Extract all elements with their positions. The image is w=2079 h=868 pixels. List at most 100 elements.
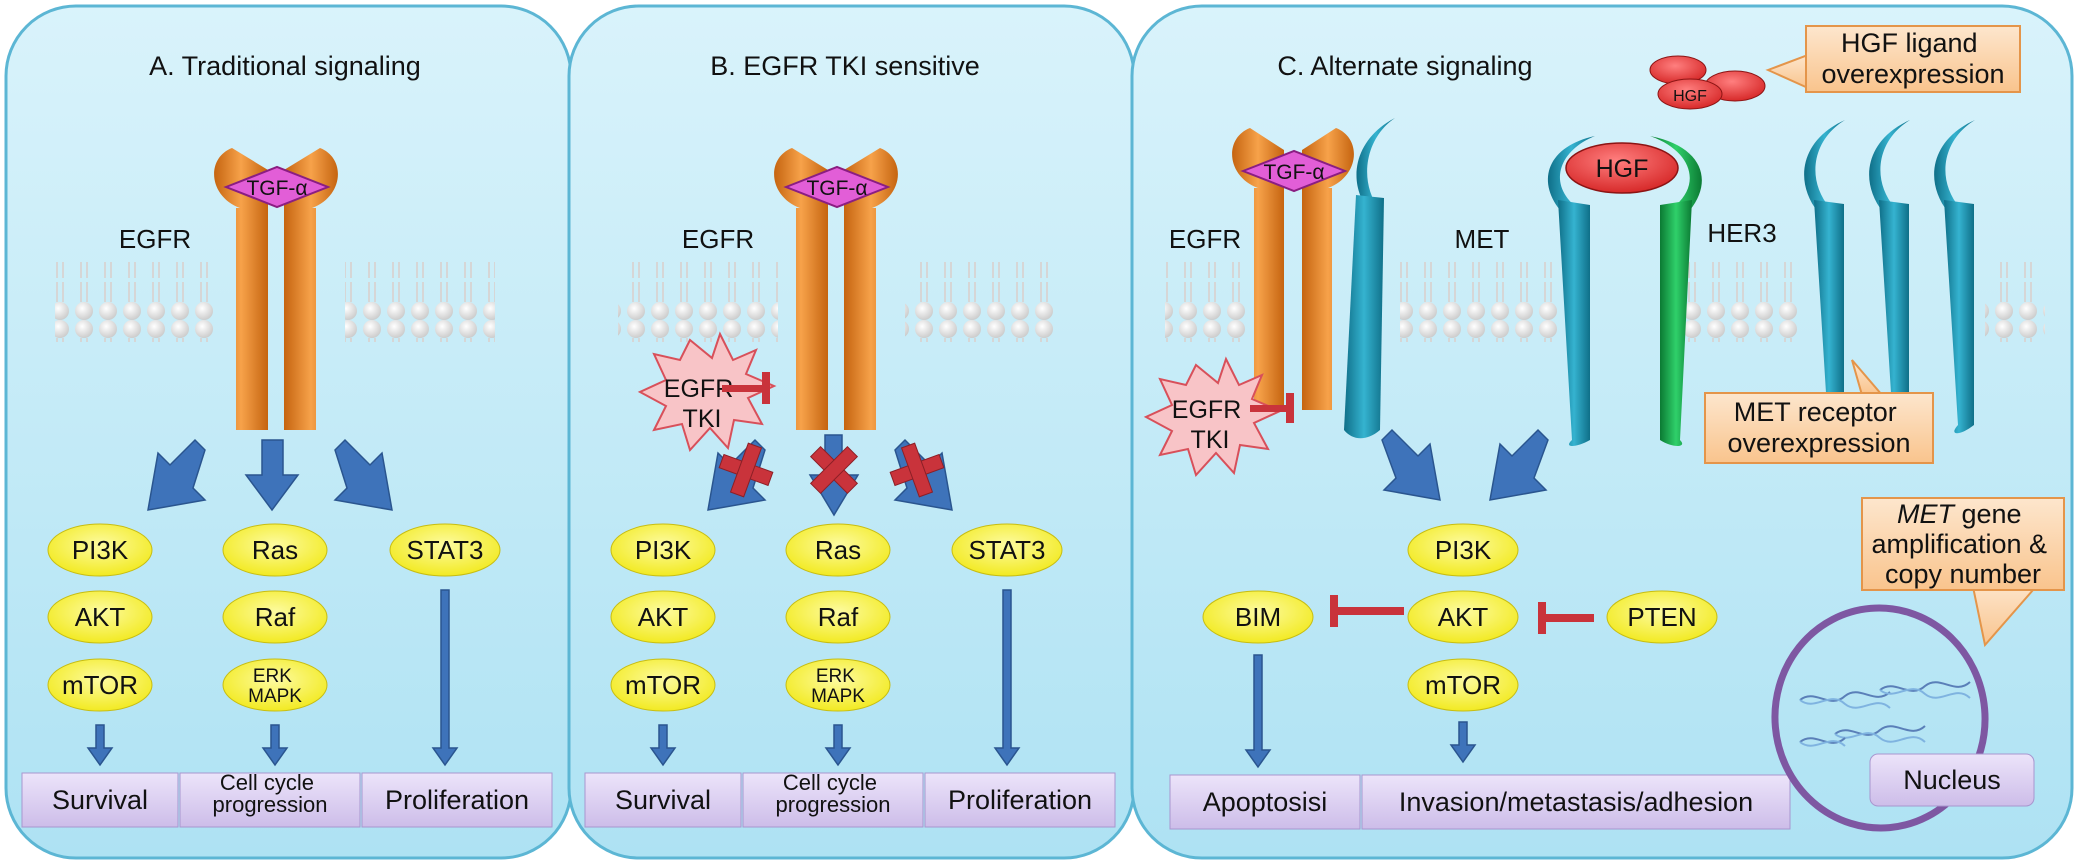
met-label: MET (1455, 224, 1510, 254)
membrane-left (618, 262, 778, 342)
callout-amplification-line3: copy number (1885, 559, 2041, 589)
egfr-receptor: TGF-α (774, 148, 898, 430)
egfr-tki-starburst: EGFR TKI (1143, 356, 1294, 477)
nucleus-label: Nucleus (1903, 765, 2001, 795)
tgf-alpha-ligand: TGF-α (783, 165, 891, 209)
outcome-proliferation: Proliferation (948, 785, 1092, 815)
callout-met-amplification: MET gene amplification & copy number (1861, 497, 2065, 648)
her3-label: HER3 (1707, 218, 1776, 248)
node-stat3: STAT3 (406, 535, 483, 565)
egfr-receptor: TGF-α (1232, 128, 1354, 410)
outcome-bar: Survival Cell cycle progression Prolifer… (584, 770, 1116, 828)
outcome-cell-cycle-line1: Cell cycle (783, 770, 877, 795)
callout-hgf-line1: HGF ligand (1841, 28, 1978, 58)
outcome-proliferation: Proliferation (385, 785, 529, 815)
hgf-ligand: HGF (1565, 142, 1679, 194)
node-mtor: mTOR (625, 670, 701, 700)
membrane-segment-2 (1400, 262, 1560, 342)
outcome-bar: Apoptosisi Invasion/metastasis/adhesion (1169, 774, 1791, 830)
outcome-cell-cycle-line2: progression (776, 792, 891, 817)
tgf-alpha-ligand: TGF-α (223, 165, 331, 209)
converging-arrows (1381, 428, 1549, 501)
node-akt: AKT (75, 602, 126, 632)
egfr-tki-line2: TKI (1191, 426, 1230, 454)
membrane-left (55, 262, 215, 342)
inhibition-bar (1250, 393, 1294, 423)
met-receptor-cluster (1804, 120, 1975, 434)
callout-hgf-line2: overexpression (1821, 59, 2004, 89)
egfr-label: EGFR (119, 224, 191, 254)
svg-text:TGF-α: TGF-α (1263, 161, 1324, 184)
callout-met-line2: overexpression (1727, 428, 1910, 458)
node-mtor: mTOR (62, 670, 138, 700)
panel-a-title: A. Traditional signaling (149, 51, 421, 81)
svg-text:TGF-α: TGF-α (806, 177, 867, 200)
membrane-segment-3 (1680, 262, 1800, 342)
membrane-segment-4 (1985, 262, 2045, 342)
node-raf: Raf (818, 602, 859, 632)
egfr-label: EGFR (1169, 224, 1241, 254)
node-pten: PTEN (1627, 602, 1696, 632)
node-ras: Ras (252, 535, 298, 565)
callout-met-line1: MET receptor (1734, 397, 1897, 427)
egfr-tki-label: EGFR TKI (1172, 396, 1248, 454)
arrow-to-ras (244, 439, 300, 512)
panel-b-frame (567, 4, 1136, 860)
arrow-to-stat3 (333, 438, 393, 511)
arrow-to-pi3k (147, 438, 207, 511)
egfr-tki-starburst: EGFR TKI (637, 331, 777, 452)
node-stat3: STAT3 (968, 535, 1045, 565)
met-receptor-left (1344, 118, 1395, 439)
egfr-label: EGFR (682, 224, 754, 254)
node-akt: AKT (638, 602, 689, 632)
hgf-small-label: HGF (1673, 88, 1707, 105)
callout-hgf-overexpression: HGF ligand overexpression (1765, 25, 2021, 93)
panel-c: C. Alternate signaling EGFR MET HER3 TGF… (1130, 4, 2074, 860)
node-pi3k: PI3K (1435, 535, 1492, 565)
node-erk-mapk-line1: ERK (253, 666, 292, 687)
tgf-alpha-ligand: TGF-α (1240, 149, 1348, 193)
egfr-tki-line1: EGFR (1172, 396, 1241, 424)
outcome-arrows (86, 589, 459, 767)
callout-hgf-text: HGF ligand overexpression (1821, 28, 2004, 89)
svg-text:TGF-α: TGF-α (246, 177, 307, 200)
pathway-nodes: PI3K AKT mTOR Ras Raf ERK MAPK STAT3 (47, 523, 501, 712)
outcome-cell-cycle-line2: progression (213, 792, 328, 817)
hgf-overexpression-ligands: HGF (1649, 55, 1766, 110)
node-raf: Raf (255, 602, 296, 632)
pathway-nodes: PI3K AKT mTOR BIM PTEN (1202, 523, 1718, 712)
activation-arrows (147, 438, 393, 512)
pten-inhibits-akt (1538, 602, 1594, 634)
node-akt: AKT (1438, 602, 1489, 632)
outcome-survival: Survival (615, 785, 711, 815)
panel-b: B. EGFR TKI sensitive EGFR TGF-α EGFR TK… (567, 4, 1136, 860)
callout-amplification-line2: amplification & (1871, 529, 2047, 559)
outcome-cell-cycle-line1: Cell cycle (220, 770, 314, 795)
callout-met-text: MET receptor overexpression (1727, 397, 1910, 458)
met-receptor-pair: HGF (1547, 136, 1702, 446)
outcome-apoptosis: Apoptosisi (1203, 787, 1328, 817)
blocked-crosses (718, 442, 945, 498)
node-bim: BIM (1235, 602, 1281, 632)
panel-a-frame (4, 4, 573, 860)
egfr-tki-line1: EGFR (664, 375, 733, 403)
membrane-segment-1 (1165, 262, 1245, 342)
outcome-cell-cycle: Cell cycle progression (776, 770, 891, 817)
panel-a: A. Traditional signaling EGFR TGF-α PI3K… (4, 4, 573, 860)
egfr-tki-label: EGFR TKI (664, 375, 740, 433)
outcome-arrows (649, 589, 1021, 767)
membrane-right (345, 262, 495, 342)
node-pi3k: PI3K (635, 535, 692, 565)
node-ras: Ras (815, 535, 861, 565)
outcome-cell-cycle: Cell cycle progression (213, 770, 328, 817)
node-mtor: mTOR (1425, 670, 1501, 700)
nucleus: Nucleus (1771, 604, 2035, 832)
outcome-bar: Survival Cell cycle progression Prolifer… (21, 770, 553, 828)
panel-c-title: C. Alternate signaling (1277, 51, 1532, 81)
membrane-right (905, 262, 1055, 342)
callout-amplification-text: MET gene amplification & copy number (1871, 499, 2054, 589)
egfr-tki-line2: TKI (683, 405, 722, 433)
callout-met-overexpression: MET receptor overexpression (1704, 359, 1934, 464)
nucleus-membrane (1771, 604, 1989, 832)
